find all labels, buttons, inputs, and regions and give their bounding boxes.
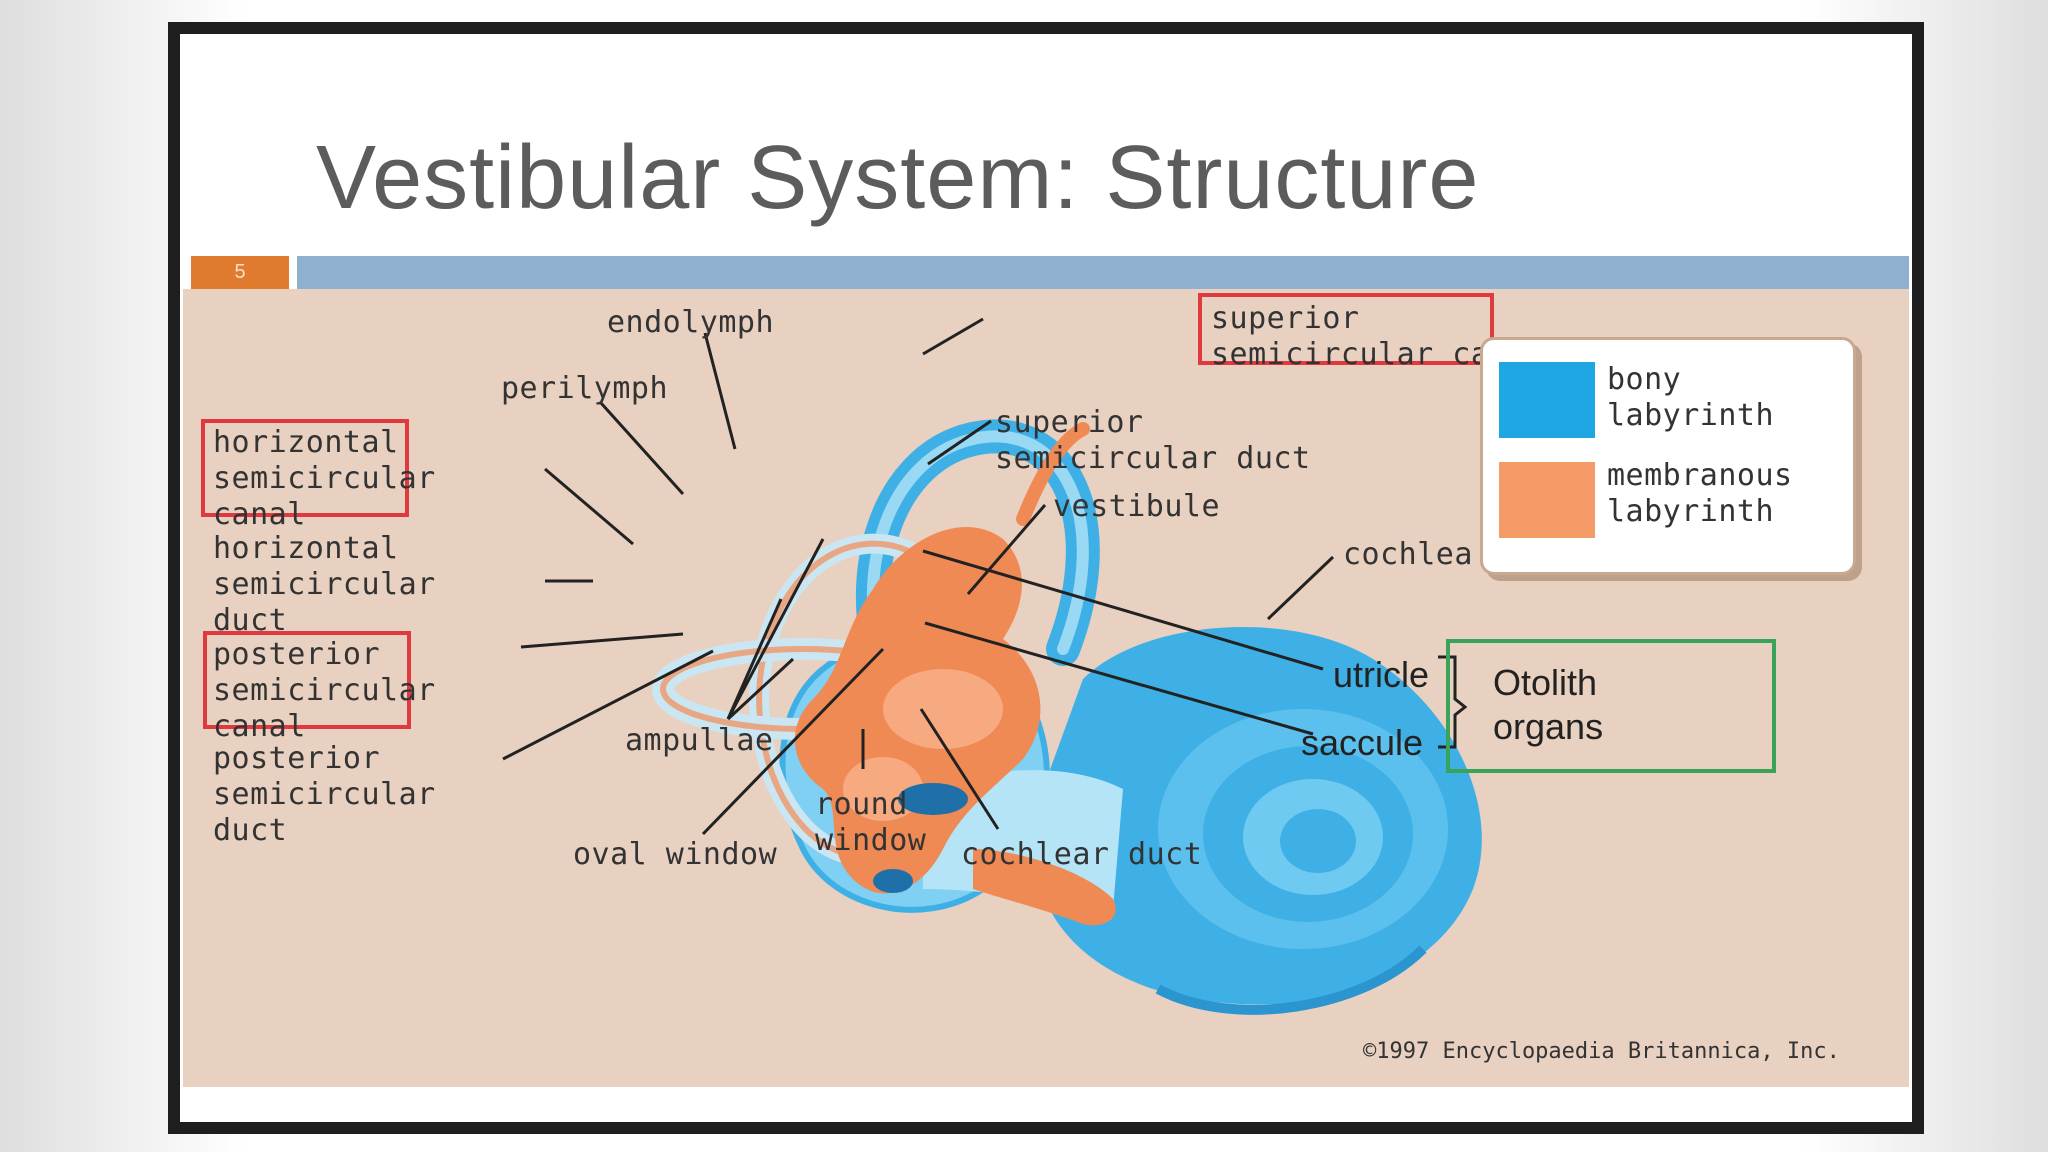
legend-swatch-membranous: [1499, 462, 1595, 538]
label-otolith-organs: Otolith organs: [1493, 662, 1604, 747]
slide-number: 5: [191, 256, 289, 289]
legend-label-membranous: membranous labyrinth: [1607, 458, 1793, 529]
label-superior-semicircular-canal: superior semicircular canal: [1211, 301, 1545, 372]
label-horizontal-semicircular-canal: horizontal semicircular canal: [213, 425, 436, 532]
slide-frame: Vestibular System: Structure 5: [168, 22, 1924, 1134]
highlight-box-horizontal-canal: [201, 419, 409, 517]
cochlea-shape: [1034, 626, 1482, 1015]
label-superior-semicircular-duct: superior semicircular duct: [995, 405, 1311, 476]
label-saccule: saccule: [1301, 722, 1424, 763]
label-posterior-semicircular-duct: posterior semicircular duct: [213, 741, 436, 848]
label-ampullae: ampullae: [625, 723, 774, 758]
title-divider-bar: [297, 256, 1909, 289]
copyright-notice: ©1997 Encyclopaedia Britannica, Inc.: [1363, 1039, 1840, 1064]
highlight-box-posterior-canal: [203, 631, 411, 729]
label-horizontal-semicircular-duct: horizontal semicircular duct: [213, 531, 436, 638]
legend-swatch-bony: [1499, 362, 1595, 438]
legend-label-bony: bony labyrinth: [1607, 362, 1775, 433]
slide-title: Vestibular System: Structure: [316, 128, 1480, 228]
label-oval-window: oval window: [573, 837, 778, 872]
label-cochlea: cochlea: [1343, 537, 1473, 572]
label-posterior-semicircular-canal: posterior semicircular canal: [213, 637, 436, 744]
inner-ear-illustration: [502, 317, 1482, 1015]
inner-ear-diagram: endolymph perilymph horizontal semicircu…: [183, 289, 1909, 1087]
highlight-box-superior-canal: [1198, 293, 1494, 365]
label-cochlear-duct: cochlear duct: [961, 837, 1203, 872]
label-endolymph: endolymph: [607, 305, 775, 340]
label-vestibule: vestibule: [1053, 489, 1221, 524]
label-round-window: round window: [815, 787, 927, 858]
label-utricle: utricle: [1333, 654, 1430, 695]
membranous-labyrinth-shape: [794, 422, 1116, 926]
slide: Vestibular System: Structure 5: [180, 34, 1912, 1122]
label-perilymph: perilymph: [501, 371, 669, 406]
otolith-organs-box: [1446, 639, 1776, 773]
legend: bony labyrinth membranous labyrinth: [1480, 337, 1856, 575]
